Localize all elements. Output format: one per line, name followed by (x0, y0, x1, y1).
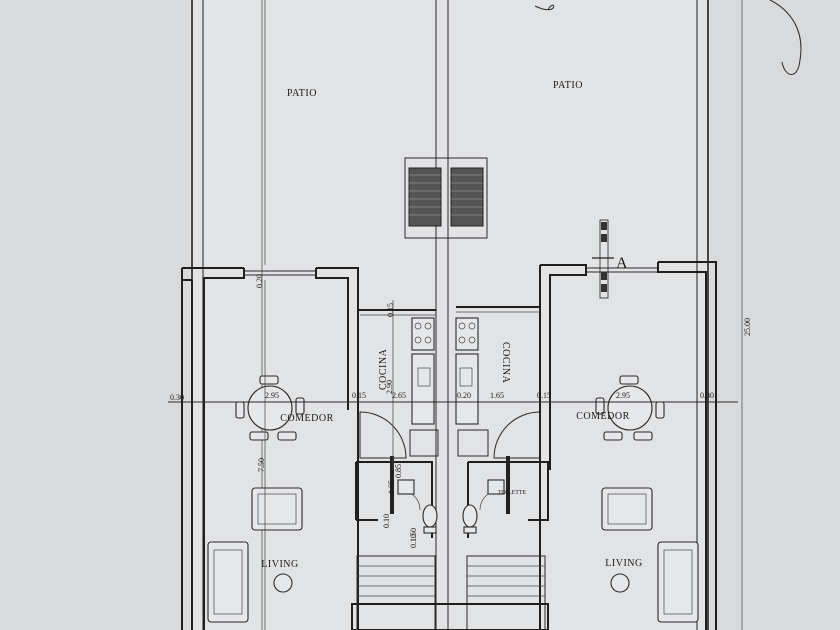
room-label-patio-left: PATIO (287, 88, 317, 99)
lot-area (190, 0, 710, 630)
dim-bath-d: 0.85 (394, 464, 403, 478)
dim-center-wall: 0.20 (457, 391, 471, 400)
left-unit-walls (181, 267, 436, 630)
room-label-living-left: LIVING (261, 559, 298, 570)
room-label-cocina-left: COCINA (378, 348, 389, 390)
dim-left-margin: 0.30 (170, 393, 184, 402)
dim-partition-right: 0.15 (537, 391, 551, 400)
dim-wall-top-left: 0.20 (255, 274, 264, 288)
bathroom-walls (355, 456, 549, 538)
living-set-left (207, 487, 303, 623)
living-set-right (601, 487, 699, 623)
dim-cocina-height-left: 2.90 (385, 380, 394, 394)
center-party-wall (404, 157, 488, 239)
dim-comedor-width-left: 2.95 (265, 391, 279, 400)
dim-comedor-width-right: 2.95 (616, 391, 630, 400)
dim-cocina-width-left: 2.65 (392, 391, 406, 400)
kitchen-counters (409, 317, 489, 457)
dim-bath-b: 1.50 (409, 528, 418, 542)
handwritten-scribble (534, 0, 802, 75)
dim-bath-a: 0.10 (382, 514, 391, 528)
section-marker: A (592, 219, 628, 299)
dim-bath-e: 1.65 (387, 480, 396, 494)
room-label-living-right: LIVING (605, 558, 642, 569)
staircase (351, 555, 549, 630)
section-marker-label: A (616, 255, 628, 272)
room-label-cocina-right: COCINA (500, 342, 511, 384)
dining-set-left (235, 375, 305, 441)
dim-wall-top-mid: 0.15 (386, 303, 395, 317)
dimension-lines (168, 0, 743, 630)
room-label-comedor-left: COMEDOR (280, 413, 334, 424)
dim-bath-c: 0.10 (409, 534, 418, 548)
dim-total-length: 25.00 (743, 318, 752, 336)
dim-depth-left: 7.50 (257, 458, 266, 472)
room-label-comedor-right: COMEDOR (576, 411, 630, 422)
room-label-toilette: TOILETTE (498, 490, 527, 496)
dim-partition-left: 0.15 (352, 391, 366, 400)
room-label-patio-right: PATIO (553, 80, 583, 91)
dim-cocina-width-right: 1.65 (490, 391, 504, 400)
dim-right-margin: 0.30 (700, 391, 714, 400)
